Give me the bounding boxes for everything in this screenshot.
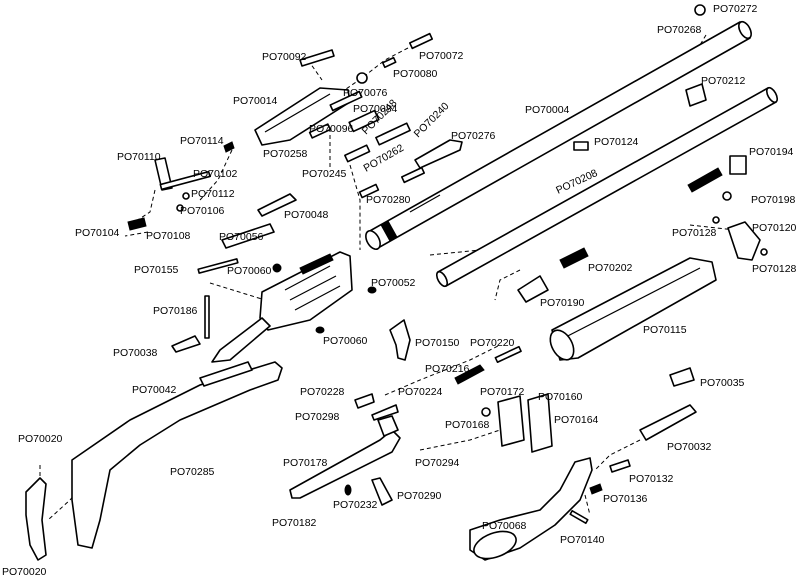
label-po70150: PO70150 — [415, 337, 460, 349]
label-po70110: PO70110 — [117, 151, 161, 163]
label-po70072: PO70072 — [419, 50, 464, 62]
label-po70224: PO70224 — [398, 386, 443, 398]
label-po70060-b: PO70060 — [323, 335, 368, 347]
label-po70136: PO70136 — [603, 493, 648, 505]
label-po70298: PO70298 — [295, 411, 340, 423]
label-po70076: PO70076 — [343, 87, 388, 99]
label-po70060-a: PO70060 — [227, 265, 272, 277]
label-po70035: PO70035 — [700, 377, 745, 389]
label-po70272: PO70272 — [713, 3, 758, 15]
label-po70232: PO70232 — [333, 499, 378, 511]
label-po70080: PO70080 — [393, 68, 438, 80]
lever-parts — [569, 367, 697, 525]
label-po70068: PO70068 — [482, 520, 527, 532]
label-po70216: PO70216 — [425, 363, 470, 375]
receiver — [211, 251, 353, 363]
label-po70258: PO70258 — [263, 148, 308, 160]
buttstock — [71, 361, 283, 549]
label-po70245: PO70245 — [302, 168, 347, 180]
label-po70168: PO70168 — [445, 419, 490, 431]
label-po70294: PO70294 — [415, 457, 460, 469]
forearm — [549, 257, 717, 361]
small-parts-left — [127, 141, 377, 387]
label-po70194: PO70194 — [749, 146, 794, 158]
label-po70108: PO70108 — [146, 230, 191, 242]
label-po70106: PO70106 — [180, 205, 225, 217]
label-po70115: PO70115 — [643, 324, 687, 336]
label-po70114: PO70114 — [180, 135, 224, 147]
label-po70198: PO70198 — [751, 194, 796, 206]
label-po70052: PO70052 — [371, 277, 416, 289]
label-po70140: PO70140 — [560, 534, 605, 546]
part-labels: PO70272 PO70268 PO70092 PO70072 PO70080 … — [2, 3, 797, 578]
label-po70172: PO70172 — [480, 386, 525, 398]
label-po70155: PO70155 — [134, 264, 179, 276]
label-po70128-b: PO70128 — [752, 263, 797, 275]
label-po70004: PO70004 — [525, 104, 570, 116]
label-po70202: PO70202 — [588, 262, 633, 274]
label-po70285: PO70285 — [170, 466, 215, 478]
label-po70032: PO70032 — [667, 441, 712, 453]
magazine-tube — [435, 86, 779, 288]
label-po70160: PO70160 — [538, 391, 583, 403]
label-po70280: PO70280 — [366, 194, 411, 206]
label-po70042: PO70042 — [132, 384, 177, 396]
label-po70220: PO70220 — [470, 337, 515, 349]
label-po70290: PO70290 — [397, 490, 442, 502]
small-parts-upper — [308, 4, 768, 303]
label-po70020-bottom: PO70020 — [2, 566, 47, 578]
label-po70186: PO70186 — [153, 305, 198, 317]
label-po70228: PO70228 — [300, 386, 345, 398]
label-po70268: PO70268 — [657, 24, 702, 36]
label-po70212: PO70212 — [701, 75, 746, 87]
label-po70132: PO70132 — [629, 473, 674, 485]
label-po70092: PO70092 — [262, 51, 307, 63]
label-po70020-top: PO70020 — [18, 433, 63, 445]
label-po70164: PO70164 — [554, 414, 599, 426]
label-po70128: PO70128 — [672, 227, 717, 239]
label-po70084: PO70084 — [353, 103, 398, 115]
label-po70102: PO70102 — [193, 168, 238, 180]
buttplate — [25, 477, 47, 561]
label-po70112: PO70112 — [191, 188, 235, 200]
label-po70096: PO70096 — [309, 123, 354, 135]
label-po70120: PO70120 — [752, 222, 797, 234]
label-po70190: PO70190 — [540, 297, 585, 309]
lever — [469, 457, 593, 561]
label-po70124: PO70124 — [594, 136, 639, 148]
hammer — [389, 319, 553, 453]
label-po70240: PO70240 — [412, 100, 452, 140]
label-po70048: PO70048 — [284, 209, 329, 221]
label-po70014: PO70014 — [233, 95, 278, 107]
barrel — [365, 20, 752, 251]
label-po70276: PO70276 — [451, 130, 496, 142]
label-po70182: PO70182 — [272, 517, 317, 529]
label-po70178: PO70178 — [283, 457, 328, 469]
label-po70056: PO70056 — [219, 231, 264, 243]
label-po70104: PO70104 — [75, 227, 120, 239]
lower-tang — [289, 393, 401, 506]
label-po70038: PO70038 — [113, 347, 158, 359]
